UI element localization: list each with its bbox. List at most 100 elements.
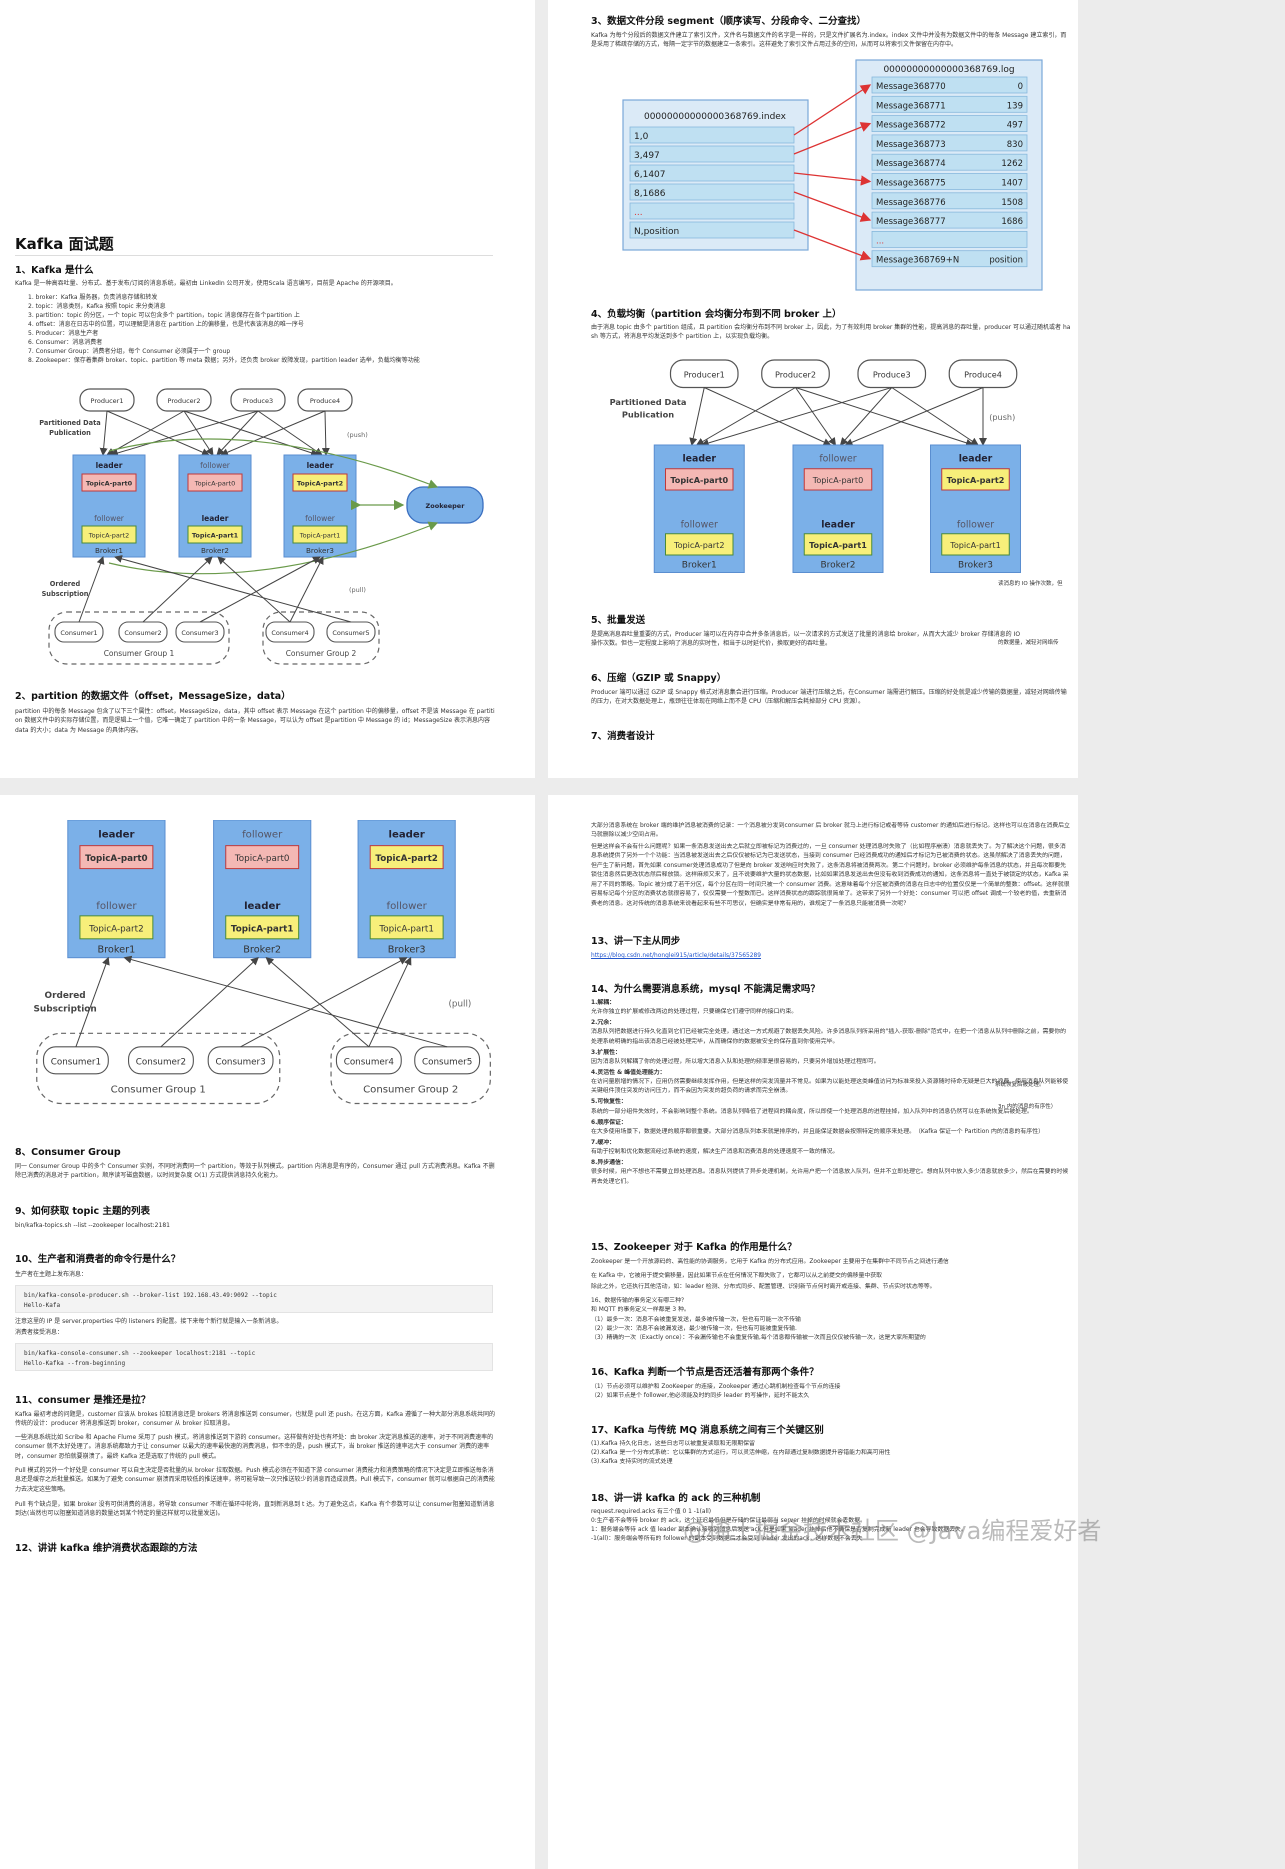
q11-heading: 11、consumer 是推还是拉？ <box>15 1395 151 1406</box>
index-row <box>629 126 795 144</box>
role-label: follower <box>305 514 336 523</box>
partition-label: TopicA-part0 <box>812 475 863 485</box>
list-item: (3).Kafka 支持实时的流式处理 <box>591 1459 673 1466</box>
log-row <box>871 95 1028 113</box>
partition-box <box>81 473 137 492</box>
consumer-group-label: Consumer Group 2 <box>363 1085 458 1096</box>
role-label: follower <box>200 461 231 470</box>
q10-text3: 消费者接受消息： <box>15 1329 64 1336</box>
title-divider <box>15 255 493 256</box>
partition-label: TopicA-part2 <box>947 475 1005 485</box>
publish-arrow <box>689 387 705 446</box>
role-label: leader <box>959 453 993 464</box>
publish-arrow <box>110 410 259 457</box>
q10-text1: 生产者在主题上发布消息： <box>15 1271 88 1278</box>
broker-label: Broker1 <box>682 561 717 571</box>
log-message-label: Message368772 <box>876 121 946 131</box>
role-label: follower <box>957 520 994 531</box>
page-2: 3、数据文件分段 segment（顺序读写、分段命令、二分查找） Kafka 为… <box>548 0 1078 778</box>
segment-index-diagram: 00000000000000368769.index1,03,4976,1407… <box>622 59 1043 291</box>
list-item: request.required.acks 有三个值 0 1 -1(all) <box>591 1509 712 1515</box>
consumer-group-label: Consumer Group 1 <box>104 649 175 658</box>
publish-arrow <box>220 410 326 456</box>
q5-heading: 5、批量发送 <box>591 615 646 626</box>
log-message-label: ... <box>876 236 884 246</box>
partition-label: TopicA-part2 <box>88 532 129 540</box>
publish-arrow <box>844 387 984 446</box>
partition-box <box>79 845 154 870</box>
list-item: （2）最少一次：消息不会被漏发送，最少被传输一次，但也有可能被重复传输. <box>591 1326 797 1333</box>
partition-box <box>81 525 137 544</box>
index-pointer-arrow <box>793 172 872 186</box>
zookeeper-link <box>108 438 439 489</box>
role-label: follower <box>94 514 125 523</box>
consumer-node <box>42 1046 109 1075</box>
page-4: 大部分消息系统在 broker 端的维护消息被消费的记录：一个消息被分发到con… <box>548 795 1101 1869</box>
publish-arrow <box>839 387 893 446</box>
index-row-label: 1,0 <box>634 132 649 142</box>
publish-arrow <box>795 387 974 447</box>
q11-text1: Kafka 最初考虑的问题是，customer 应该从 brokes 拉取消息还… <box>15 1411 496 1428</box>
log-position-label: 1508 <box>1001 198 1023 208</box>
reason-heading: 6.顺序保证： <box>591 1119 627 1126</box>
publication-label: Partitioned Data <box>610 397 687 407</box>
partition-box <box>225 845 300 870</box>
producer-label: Produce3 <box>873 370 911 380</box>
subscribe-arrow <box>78 556 105 623</box>
log-position-label: 0 <box>1018 82 1023 92</box>
reason-text: 消息队列把数据进行持久化直到它们已经被完全处理，通过这一方式规避了数据丢失风险。… <box>591 1029 1067 1045</box>
reason-heading: 4.灵活性 & 峰值处理能力： <box>591 1069 666 1076</box>
partition-label: TopicA-part1 <box>299 532 340 540</box>
q11-text2: 一些消息系统比如 Scribe 和 Apache Flume 采用了 push … <box>15 1434 494 1460</box>
q12-text: 但是这样会不会有什么问题呢？如果一条消息发送出去之后就立即被标记为消费过的，一旦… <box>591 844 1070 907</box>
q13-link[interactable]: https://blog.csdn.net/honglei915/article… <box>591 953 761 959</box>
subscribe-arrow <box>142 556 213 623</box>
partition-label: TopicA-part0 <box>86 480 133 488</box>
reason-heading: 3.扩展性： <box>591 1049 621 1056</box>
publish-arrow <box>99 410 108 456</box>
consumer-group-box <box>330 1032 491 1105</box>
q14-side-note-2: 3n 内的消息的有序性） <box>998 1104 1057 1110</box>
consumer-group-diagram: leaderTopicA-part0followerTopicA-part2Br… <box>33 820 491 1105</box>
reason-heading: 1.解耦： <box>591 1000 616 1006</box>
q10-text2: 注意这里的 IP 是 server.properties 中的 listener… <box>15 1318 283 1325</box>
subscription-label: Subscription <box>42 590 89 598</box>
partition-label: TopicA-part2 <box>297 480 343 488</box>
index-row-label: 6,1407 <box>634 170 666 180</box>
log-row <box>871 76 1028 94</box>
partition-label: TopicA-part1 <box>809 540 867 550</box>
log-position-label: 1262 <box>1001 159 1023 169</box>
consumer-group-box <box>48 611 230 665</box>
q8-text: 同一 Consumer Group 中的多个 Consumer 实例，不同时消费… <box>15 1163 495 1180</box>
partition-box <box>941 468 1010 491</box>
role-label: follower <box>819 453 856 464</box>
log-position-label: 1686 <box>1001 217 1023 227</box>
subscription-label: Subscription <box>33 1005 96 1015</box>
producer-label: Producer1 <box>91 397 124 405</box>
producer-label: Producer1 <box>684 370 725 380</box>
consumer-label: Consumer2 <box>124 629 161 637</box>
list-item: -1(all)：服务端会等所有的 follower 的副本受到数据后才会受到 l… <box>591 1536 863 1543</box>
consumer-label: Consumer1 <box>51 1057 101 1067</box>
consumer-label: Consumer4 <box>344 1057 395 1067</box>
reason-text: 允许你独立的扩展或修改两边的处理过程，只要确保它们遵守同样的接口约束。 <box>591 1009 798 1016</box>
consumer-label: Consumer5 <box>422 1057 472 1067</box>
reason-text: 很多时候，用户不想也不需要立即处理消息。消息队列提供了异步处理机制，允许用户把一… <box>591 1169 1069 1185</box>
broker-label: Broker1 <box>97 944 135 955</box>
page-title: Kafka 面试题 <box>15 235 114 253</box>
partition-label: TopicA-part1 <box>192 532 239 540</box>
list-item: 1. broker：Kafka 服务器，负责消息存储和转发 <box>28 294 158 301</box>
consumer-label: Consumer3 <box>215 1057 265 1067</box>
reason-text: 在访问量剧增的情况下，应用仍然需要继续发挥作用，但是这样的突发流量并不常见。如果… <box>591 1079 1069 1095</box>
reason-text: 系统的一部分组件失效时，不会影响到整个系统。消息队列降低了进程间的耦合度，所以即… <box>591 1108 1033 1115</box>
producer-command-code: bin/kafka-console-producer.sh --broker-l… <box>15 1285 493 1313</box>
list-item: 3. partition：topic 的分区，一个 topic 可以包含多个 p… <box>28 312 300 319</box>
index-pointer-arrow <box>793 229 872 261</box>
reason-text: 有助于控制和优化数据流经过系统的速度，解决生产消息和消费消息的处理速度不一致的情… <box>591 1149 839 1156</box>
q15-list: （1）最多一次：消息不会被重复发送，最多被传输一次，但也有可能一次不传输（2）最… <box>591 1316 1071 1343</box>
consumer-node <box>207 1046 274 1075</box>
subscribe-arrow <box>265 957 370 1048</box>
q8-heading: 8、Consumer Group <box>15 1147 121 1158</box>
list-item: 0:生产者不会等待 broker 的 ack，这个延迟最低但是存储的保证最弱当 … <box>591 1518 866 1525</box>
